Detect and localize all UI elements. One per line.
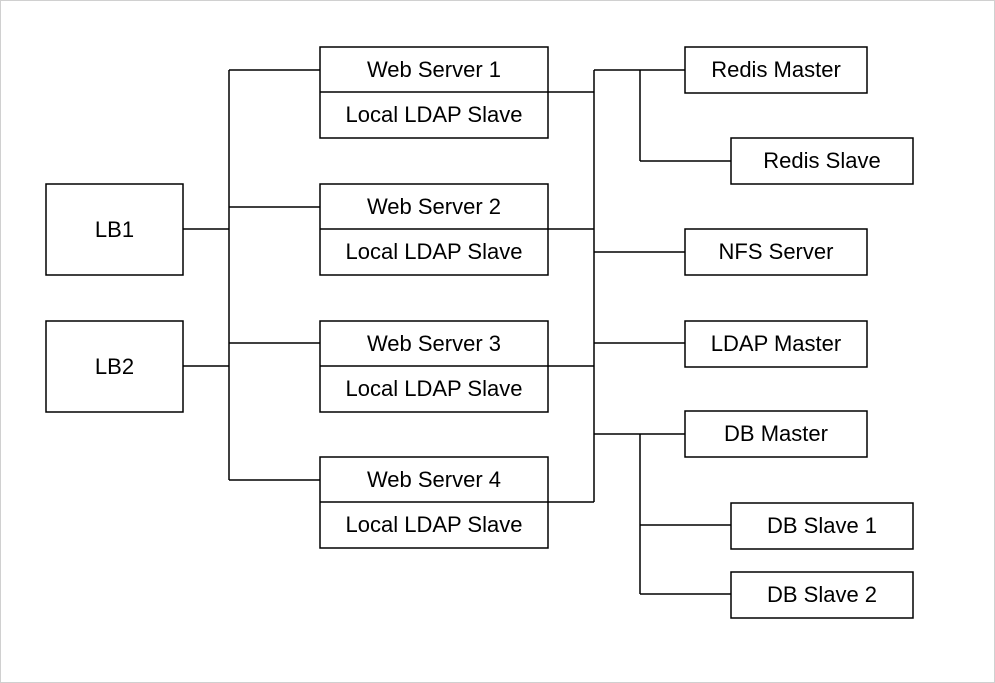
web-server-4-label: Web Server 4 [367,467,501,492]
redis-slave-label: Redis Slave [763,148,880,173]
ldap-master-label: LDAP Master [711,331,841,356]
web-server-4-node: Web Server 4 Local LDAP Slave [319,456,549,549]
web-server-1-label: Web Server 1 [367,57,501,82]
web-server-3-label: Web Server 3 [367,331,501,356]
web-server-3-node: Web Server 3 Local LDAP Slave [319,320,549,413]
redis-slave-node: Redis Slave [730,137,914,185]
lb1-node: LB1 [45,183,184,276]
db-slave-2-node: DB Slave 2 [730,571,914,619]
ldap-master-node: LDAP Master [684,320,868,368]
lb1-label: LB1 [95,217,134,242]
web-server-1-node: Web Server 1 Local LDAP Slave [319,46,549,139]
web-server-3-ldap-label: Local LDAP Slave [346,376,523,401]
db-slave-1-label: DB Slave 1 [767,513,877,538]
web-server-2-label: Web Server 2 [367,194,501,219]
web-server-2-node: Web Server 2 Local LDAP Slave [319,183,549,276]
nfs-server-node: NFS Server [684,228,868,276]
db-slave-2-label: DB Slave 2 [767,582,877,607]
redis-master-node: Redis Master [684,46,868,94]
db-slave-1-node: DB Slave 1 [730,502,914,550]
db-master-label: DB Master [724,421,828,446]
lb2-label: LB2 [95,354,134,379]
web-server-4-ldap-label: Local LDAP Slave [346,512,523,537]
web-server-1-ldap-label: Local LDAP Slave [346,102,523,127]
connectors [183,69,731,595]
db-master-node: DB Master [684,410,868,458]
nfs-server-label: NFS Server [719,239,834,264]
web-server-2-ldap-label: Local LDAP Slave [346,239,523,264]
lb2-node: LB2 [45,320,184,413]
redis-master-label: Redis Master [711,57,841,82]
